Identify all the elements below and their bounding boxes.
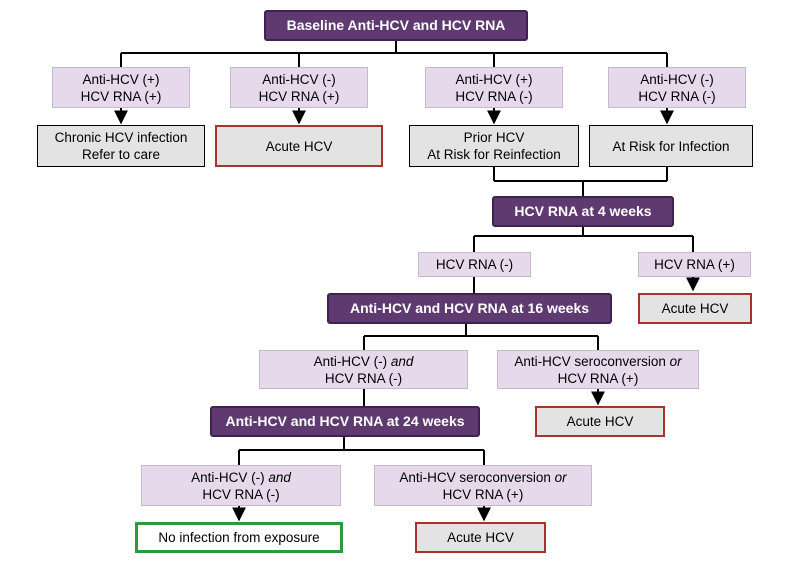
header-4-weeks-label: HCV RNA at 4 weeks <box>514 203 652 219</box>
condition-line: Anti-HCV (+) <box>82 71 160 87</box>
condition-line: Anti-HCV (-) <box>262 71 336 87</box>
condition-line: Anti-HCV (+) <box>455 71 533 87</box>
condition-line: Anti-HCV seroconversion or <box>399 469 566 486</box>
outcome-acute-hcv: Acute HCV <box>215 125 383 167</box>
outcome-line: Acute HCV <box>566 414 634 429</box>
condition-antihcv-pos-rna-pos: Anti-HCV (+) HCV RNA (+) <box>52 67 190 108</box>
condition-neg-16wk: Anti-HCV (-) and HCV RNA (-) <box>259 350 468 389</box>
outcome-line: At Risk for Reinfection <box>427 147 561 162</box>
header-24-weeks: Anti-HCV and HCV RNA at 24 weeks <box>210 406 480 437</box>
baseline-header: Baseline Anti-HCV and HCV RNA <box>264 10 528 41</box>
condition-line: HCV RNA (-) <box>435 257 514 272</box>
outcome-acute-hcv-16wk: Acute HCV <box>535 406 665 437</box>
condition-conjunction: and <box>268 469 291 485</box>
outcome-acute-hcv-24wk: Acute HCV <box>415 522 546 553</box>
header-4-weeks: HCV RNA at 4 weeks <box>492 196 674 227</box>
baseline-header-label: Baseline Anti-HCV and HCV RNA <box>286 17 506 33</box>
outcome-line: Prior HCV <box>463 130 525 145</box>
condition-line: HCV RNA (-) <box>324 370 403 386</box>
condition-line: Anti-HCV (-) and <box>191 469 291 486</box>
outcome-line: Refer to care <box>81 147 161 162</box>
outcome-no-infection: No infection from exposure <box>135 522 343 553</box>
condition-line: HCV RNA (+) <box>557 370 639 386</box>
condition-line: HCV RNA (-) <box>202 486 280 502</box>
outcome-chronic-hcv: Chronic HCV infection Refer to care <box>37 125 205 167</box>
header-16-weeks-label: Anti-HCV and HCV RNA at 16 weeks <box>349 300 590 316</box>
condition-conjunction: or <box>554 469 567 485</box>
outcome-line: Acute HCV <box>265 138 333 154</box>
condition-conjunction: or <box>669 353 682 369</box>
condition-text: Anti-HCV (-) <box>313 353 391 369</box>
condition-line: Anti-HCV (-) and <box>314 353 414 370</box>
condition-text: Anti-HCV (-) <box>191 469 269 485</box>
condition-line: HCV RNA (-) <box>455 88 533 104</box>
condition-line: HCV RNA (+) <box>654 257 735 272</box>
header-24-weeks-label: Anti-HCV and HCV RNA at 24 weeks <box>225 413 465 429</box>
condition-line: Anti-HCV seroconversion or <box>514 353 681 370</box>
condition-line: HCV RNA (+) <box>80 88 162 104</box>
condition-text: Anti-HCV seroconversion <box>399 469 555 485</box>
condition-pos-24wk: Anti-HCV seroconversion or HCV RNA (+) <box>374 465 592 506</box>
condition-line: HCV RNA (+) <box>258 88 340 104</box>
outcome-at-risk: At Risk for Infection <box>589 125 753 167</box>
condition-pos-16wk: Anti-HCV seroconversion or HCV RNA (+) <box>497 350 699 389</box>
condition-line: Anti-HCV (-) <box>640 71 714 87</box>
condition-line: HCV RNA (-) <box>638 88 716 104</box>
outcome-line: No infection from exposure <box>158 530 320 545</box>
outcome-line: Acute HCV <box>661 301 729 316</box>
header-16-weeks: Anti-HCV and HCV RNA at 16 weeks <box>327 293 612 324</box>
condition-line: HCV RNA (+) <box>442 486 524 502</box>
condition-conjunction: and <box>390 353 414 369</box>
outcome-prior-hcv: Prior HCV At Risk for Reinfection <box>409 125 579 167</box>
outcome-line: Acute HCV <box>447 530 514 545</box>
condition-text: Anti-HCV seroconversion <box>514 353 670 369</box>
condition-rna-pos-4wk: HCV RNA (+) <box>638 252 751 277</box>
outcome-line: Chronic HCV infection <box>54 130 188 145</box>
outcome-line: At Risk for Infection <box>612 138 730 154</box>
condition-antihcv-neg-rna-pos: Anti-HCV (-) HCV RNA (+) <box>230 67 368 108</box>
condition-antihcv-neg-rna-neg: Anti-HCV (-) HCV RNA (-) <box>608 67 746 108</box>
outcome-acute-hcv-4wk: Acute HCV <box>638 293 752 324</box>
condition-neg-24wk: Anti-HCV (-) and HCV RNA (-) <box>141 465 341 506</box>
condition-rna-neg-4wk: HCV RNA (-) <box>418 252 531 277</box>
condition-antihcv-pos-rna-neg: Anti-HCV (+) HCV RNA (-) <box>425 67 563 108</box>
